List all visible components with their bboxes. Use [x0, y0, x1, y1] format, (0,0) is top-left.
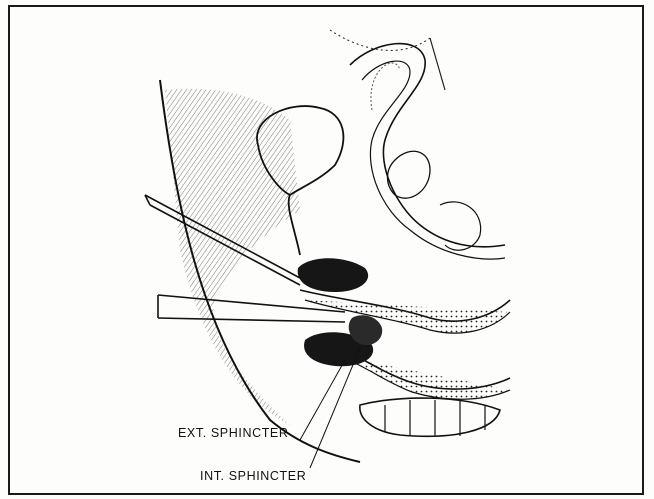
external-sphincter-label: EXT. SPHINCTER [178, 426, 289, 440]
internal-sphincter-label: INT. SPHINCTER [200, 469, 306, 483]
label-leaders [300, 348, 360, 468]
forceps-lower [158, 295, 345, 322]
perineal-tissue [360, 398, 500, 436]
rectum-loops [350, 44, 505, 259]
buttock-outline [160, 30, 445, 462]
